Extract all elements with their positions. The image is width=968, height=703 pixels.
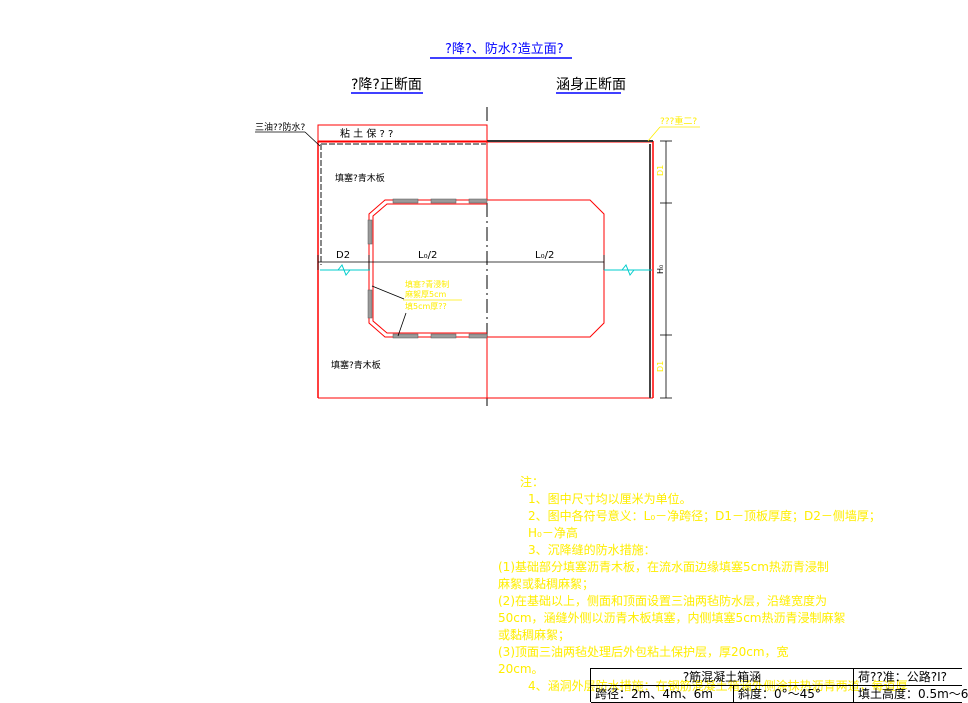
title-block: ?筋混凝土箱涵 荷??准：公路?Ⅰ? 跨径：2m、4m、6m 斜度：0°～45°…	[590, 668, 968, 703]
title-block-row-1: ?筋混凝土箱涵 荷??准：公路?Ⅰ?	[591, 669, 962, 686]
note-line-5: (1)基础部分填塞沥青木板，在流水面边缘填塞5cm热沥青浸制	[498, 560, 829, 574]
title-block-load-standard: 荷??准：公路?Ⅰ?	[853, 669, 963, 685]
title-block-project: ?筋混凝土箱涵	[682, 670, 762, 684]
title-block-skew: 斜度：0°～45°	[733, 686, 854, 702]
board-top-2	[430, 198, 457, 204]
main-title: ?降?、防水?造立面?	[445, 41, 564, 57]
callout-line-3: 填5cm厚??	[405, 301, 447, 311]
board-bottom-2	[430, 333, 457, 339]
inner-opening-right	[487, 199, 605, 338]
note-line-8: 50cm，涵缝外侧以沥青木板填塞，内侧填塞5cm热沥青浸制麻絮	[498, 611, 846, 625]
callout-leader-1	[371, 285, 405, 300]
callout-line-1: 填塞?青浸制	[405, 279, 449, 289]
board-left-1	[367, 219, 373, 245]
clay-cover-label: 粘 土 保 ? ?	[340, 127, 393, 140]
water-wave-right	[621, 264, 635, 276]
board-left-2	[367, 289, 373, 319]
title-block-row-2: 跨径：2m、4m、6m 斜度：0°～45° 填土高度：0.5m～6	[591, 686, 968, 703]
inner-opening-left-outer	[368, 199, 487, 338]
board-bottom-3	[468, 333, 488, 339]
waterproof-label: 三油??防水?	[255, 121, 306, 133]
dim-d1-top-label: D1	[656, 165, 665, 176]
note-line-11: 20cm。	[498, 662, 544, 676]
note-line-9: 或黏稠麻絮；	[498, 628, 571, 642]
right-section-title: 涵身正断面	[556, 77, 626, 93]
right-top-label: ???重二?	[660, 115, 697, 127]
clay-cover-layer	[317, 124, 488, 142]
inner-opening-left-inner	[372, 203, 487, 334]
water-wave-left	[337, 264, 351, 276]
dim-h0-label: H₀	[656, 265, 665, 274]
note-line-6: 麻絮或黏稠麻絮；	[498, 577, 595, 591]
board-top-1	[392, 198, 419, 204]
right-top-leader-2	[647, 126, 661, 142]
title-block-span: 跨径：2m、4m、6m	[595, 687, 713, 701]
dim-l0-right-label: L₀/2	[535, 250, 554, 261]
note-line-3: H₀－净高	[528, 526, 578, 540]
note-line-2: 2、图中各符号意义：L₀－净跨径；D1－顶板厚度；D2－侧墙厚；	[528, 509, 881, 523]
callout-leader-2	[397, 312, 407, 337]
left-section-title: ?降?正断面	[351, 77, 422, 93]
fill-label-top: 填塞?青木板	[335, 172, 385, 184]
waterproof-leader-2	[304, 131, 321, 147]
dim-l0-left-label: L₀/2	[418, 250, 437, 261]
dim-d2-label: D2	[336, 250, 350, 261]
notes-heading: 注：	[520, 475, 545, 489]
board-bottom-1	[392, 333, 419, 339]
fill-label-bottom: 填塞?青木板	[331, 359, 381, 371]
board-top-3	[468, 198, 488, 204]
notes-block: 注： 1、图中尺寸均以厘米为单位。 2、图中各符号意义：L₀－净跨径；D1－顶板…	[498, 474, 908, 695]
note-line-1: 1、图中尺寸均以厘米为单位。	[528, 492, 692, 506]
callout-line-2: 麻絮厚5cm	[405, 289, 446, 299]
dim-d1-bottom-label: D1	[656, 361, 665, 372]
note-line-10: (3)顶面三油两毡处理后外包粘土保护层，厚20cm，宽	[498, 645, 789, 659]
note-line-12: 4、涵洞外层防水措施：在钢筋混凝土箱涵外侧涂抹热沥青两道，每道厚	[528, 679, 908, 693]
note-line-7: (2)在基础以上，侧面和顶面设置三油两毡防水层，沿缝宽度为	[498, 594, 828, 608]
note-line-4: 3、沉降缝的防水措施：	[528, 543, 656, 557]
title-block-fill-height: 填土高度：0.5m～6	[853, 686, 968, 702]
